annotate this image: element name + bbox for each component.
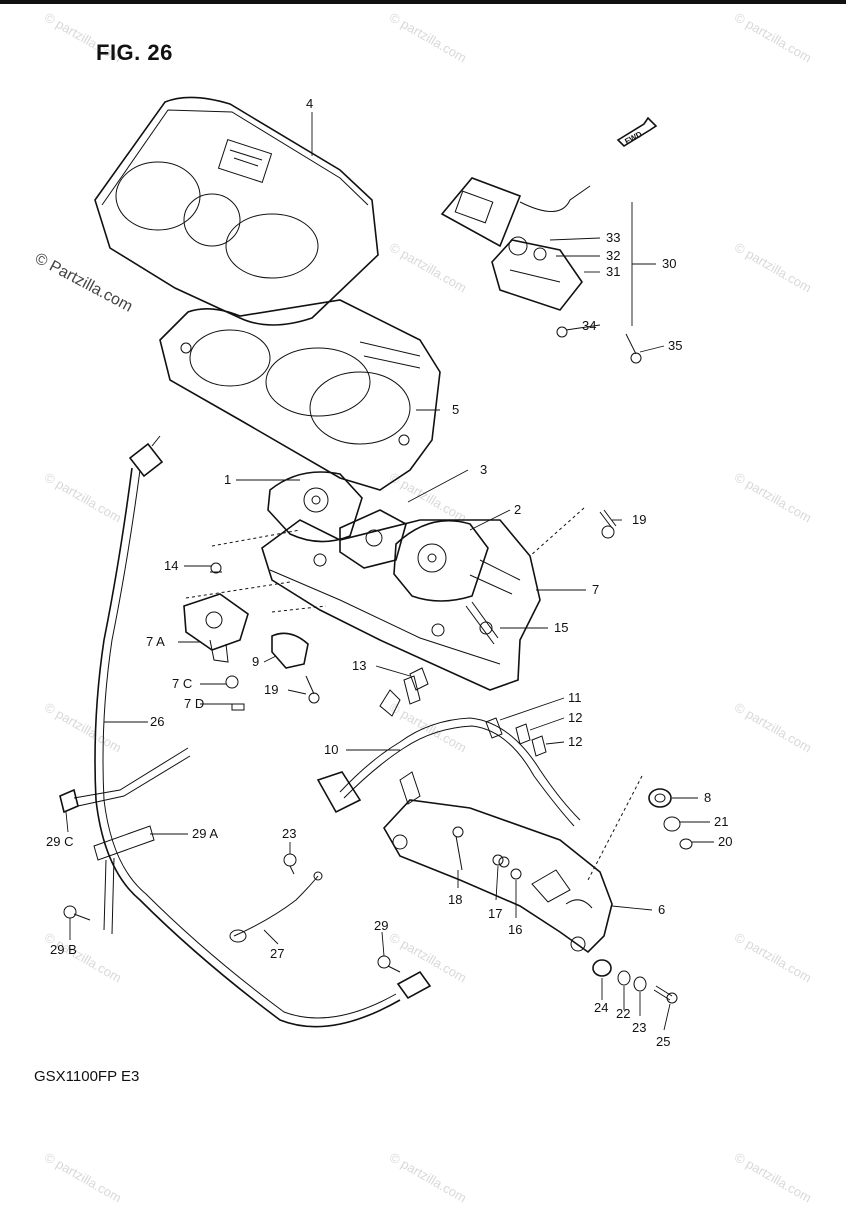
screw-7d-part <box>231 703 245 711</box>
callout-19b: 19 <box>264 682 278 697</box>
nut-20-part <box>679 838 693 850</box>
cover-9-part <box>271 632 309 669</box>
lcd-unit-part <box>440 177 591 311</box>
callout-29: 29 <box>374 918 388 933</box>
callout-10: 10 <box>324 742 338 757</box>
screw-34-part <box>556 326 568 338</box>
cable-tie-29c-part <box>59 747 191 814</box>
wiring-harness-part <box>316 675 581 827</box>
ground-lead-part <box>229 871 323 943</box>
meter-panel-part <box>159 299 441 491</box>
callout-29b: 29 B <box>50 942 77 957</box>
speedometer-cable-part <box>94 435 432 1028</box>
callout-7d: 7 D <box>184 696 204 711</box>
callout-23b: 23 <box>632 1020 646 1035</box>
callout-34: 34 <box>582 318 596 333</box>
callout-35: 35 <box>668 338 682 353</box>
callout-27: 27 <box>270 946 284 961</box>
callout-7c: 7 C <box>172 676 192 691</box>
fwd-label: FWD <box>623 130 644 147</box>
temp-gauge-part <box>339 509 407 569</box>
callout-7: 7 <box>592 582 599 597</box>
callout-8: 8 <box>704 790 711 805</box>
collar-22-part <box>617 970 631 986</box>
callout-15: 15 <box>554 620 568 635</box>
screw-18-part <box>452 826 464 871</box>
screw-14-part <box>210 562 222 574</box>
callout-31: 31 <box>606 264 620 279</box>
callout-25: 25 <box>656 1034 670 1049</box>
callout-5: 5 <box>452 402 459 417</box>
callout-16: 16 <box>508 922 522 937</box>
callout-26: 26 <box>150 714 164 729</box>
screw-29-part <box>377 955 401 973</box>
callout-2: 2 <box>514 502 521 517</box>
callout-12a: 12 <box>568 710 582 725</box>
screw-16-part <box>510 868 522 880</box>
callout-24: 24 <box>594 1000 608 1015</box>
base-plate-part <box>383 799 613 954</box>
forward-arrow-icon <box>616 116 658 148</box>
bolt-25-part <box>653 985 678 1004</box>
speedometer-gauge-part <box>393 519 489 602</box>
leader-lines <box>65 112 714 1031</box>
assembly-lines <box>185 507 643 881</box>
callout-29a: 29 A <box>192 826 218 841</box>
callout-7a: 7 A <box>146 634 165 649</box>
callout-22: 22 <box>616 1006 630 1021</box>
bracket-7a-part <box>183 593 249 663</box>
callout-18: 18 <box>448 892 462 907</box>
bulb-13-part <box>409 667 429 691</box>
grommet-24-part <box>592 959 612 977</box>
tachometer-gauge-part <box>267 471 363 543</box>
screw-35-part <box>625 333 642 364</box>
callout-9: 9 <box>252 654 259 669</box>
nut-17-part <box>492 854 504 866</box>
bulb-12-part <box>515 723 547 757</box>
meter-cover-part <box>94 96 379 326</box>
meter-case-part <box>261 519 541 691</box>
callout-32: 32 <box>606 248 620 263</box>
screw-7c-part <box>225 675 239 689</box>
screw-23-part <box>283 853 297 875</box>
model-code: GSX1100FP E3 <box>34 1068 140 1085</box>
callout-33: 33 <box>606 230 620 245</box>
grommet-8-part <box>648 788 672 808</box>
bolt-29b-part <box>63 905 91 921</box>
callout-4: 4 <box>306 96 313 111</box>
washer-21-part <box>663 816 681 832</box>
top-border <box>0 0 846 4</box>
figure-title: FIG. 26 <box>96 40 173 65</box>
callout-11: 11 <box>568 690 582 705</box>
callout-19a: 19 <box>632 512 646 527</box>
callout-23a: 23 <box>282 826 296 841</box>
washer-23-part <box>633 976 647 992</box>
callout-3: 3 <box>480 462 487 477</box>
bulb-11-part <box>485 717 503 739</box>
clamp-29a-part <box>93 825 155 935</box>
callout-13: 13 <box>352 658 366 673</box>
callout-6: 6 <box>658 902 665 917</box>
callout-20: 20 <box>718 834 732 849</box>
callout-12b: 12 <box>568 734 582 749</box>
callout-17: 17 <box>488 906 502 921</box>
callout-14: 14 <box>164 558 178 573</box>
screw-19-part <box>599 509 617 539</box>
screw-19-lower-part <box>305 675 320 704</box>
callout-21: 21 <box>714 814 728 829</box>
callout-1: 1 <box>224 472 231 487</box>
callout-29c: 29 C <box>46 834 73 849</box>
callout-30: 30 <box>662 256 676 271</box>
